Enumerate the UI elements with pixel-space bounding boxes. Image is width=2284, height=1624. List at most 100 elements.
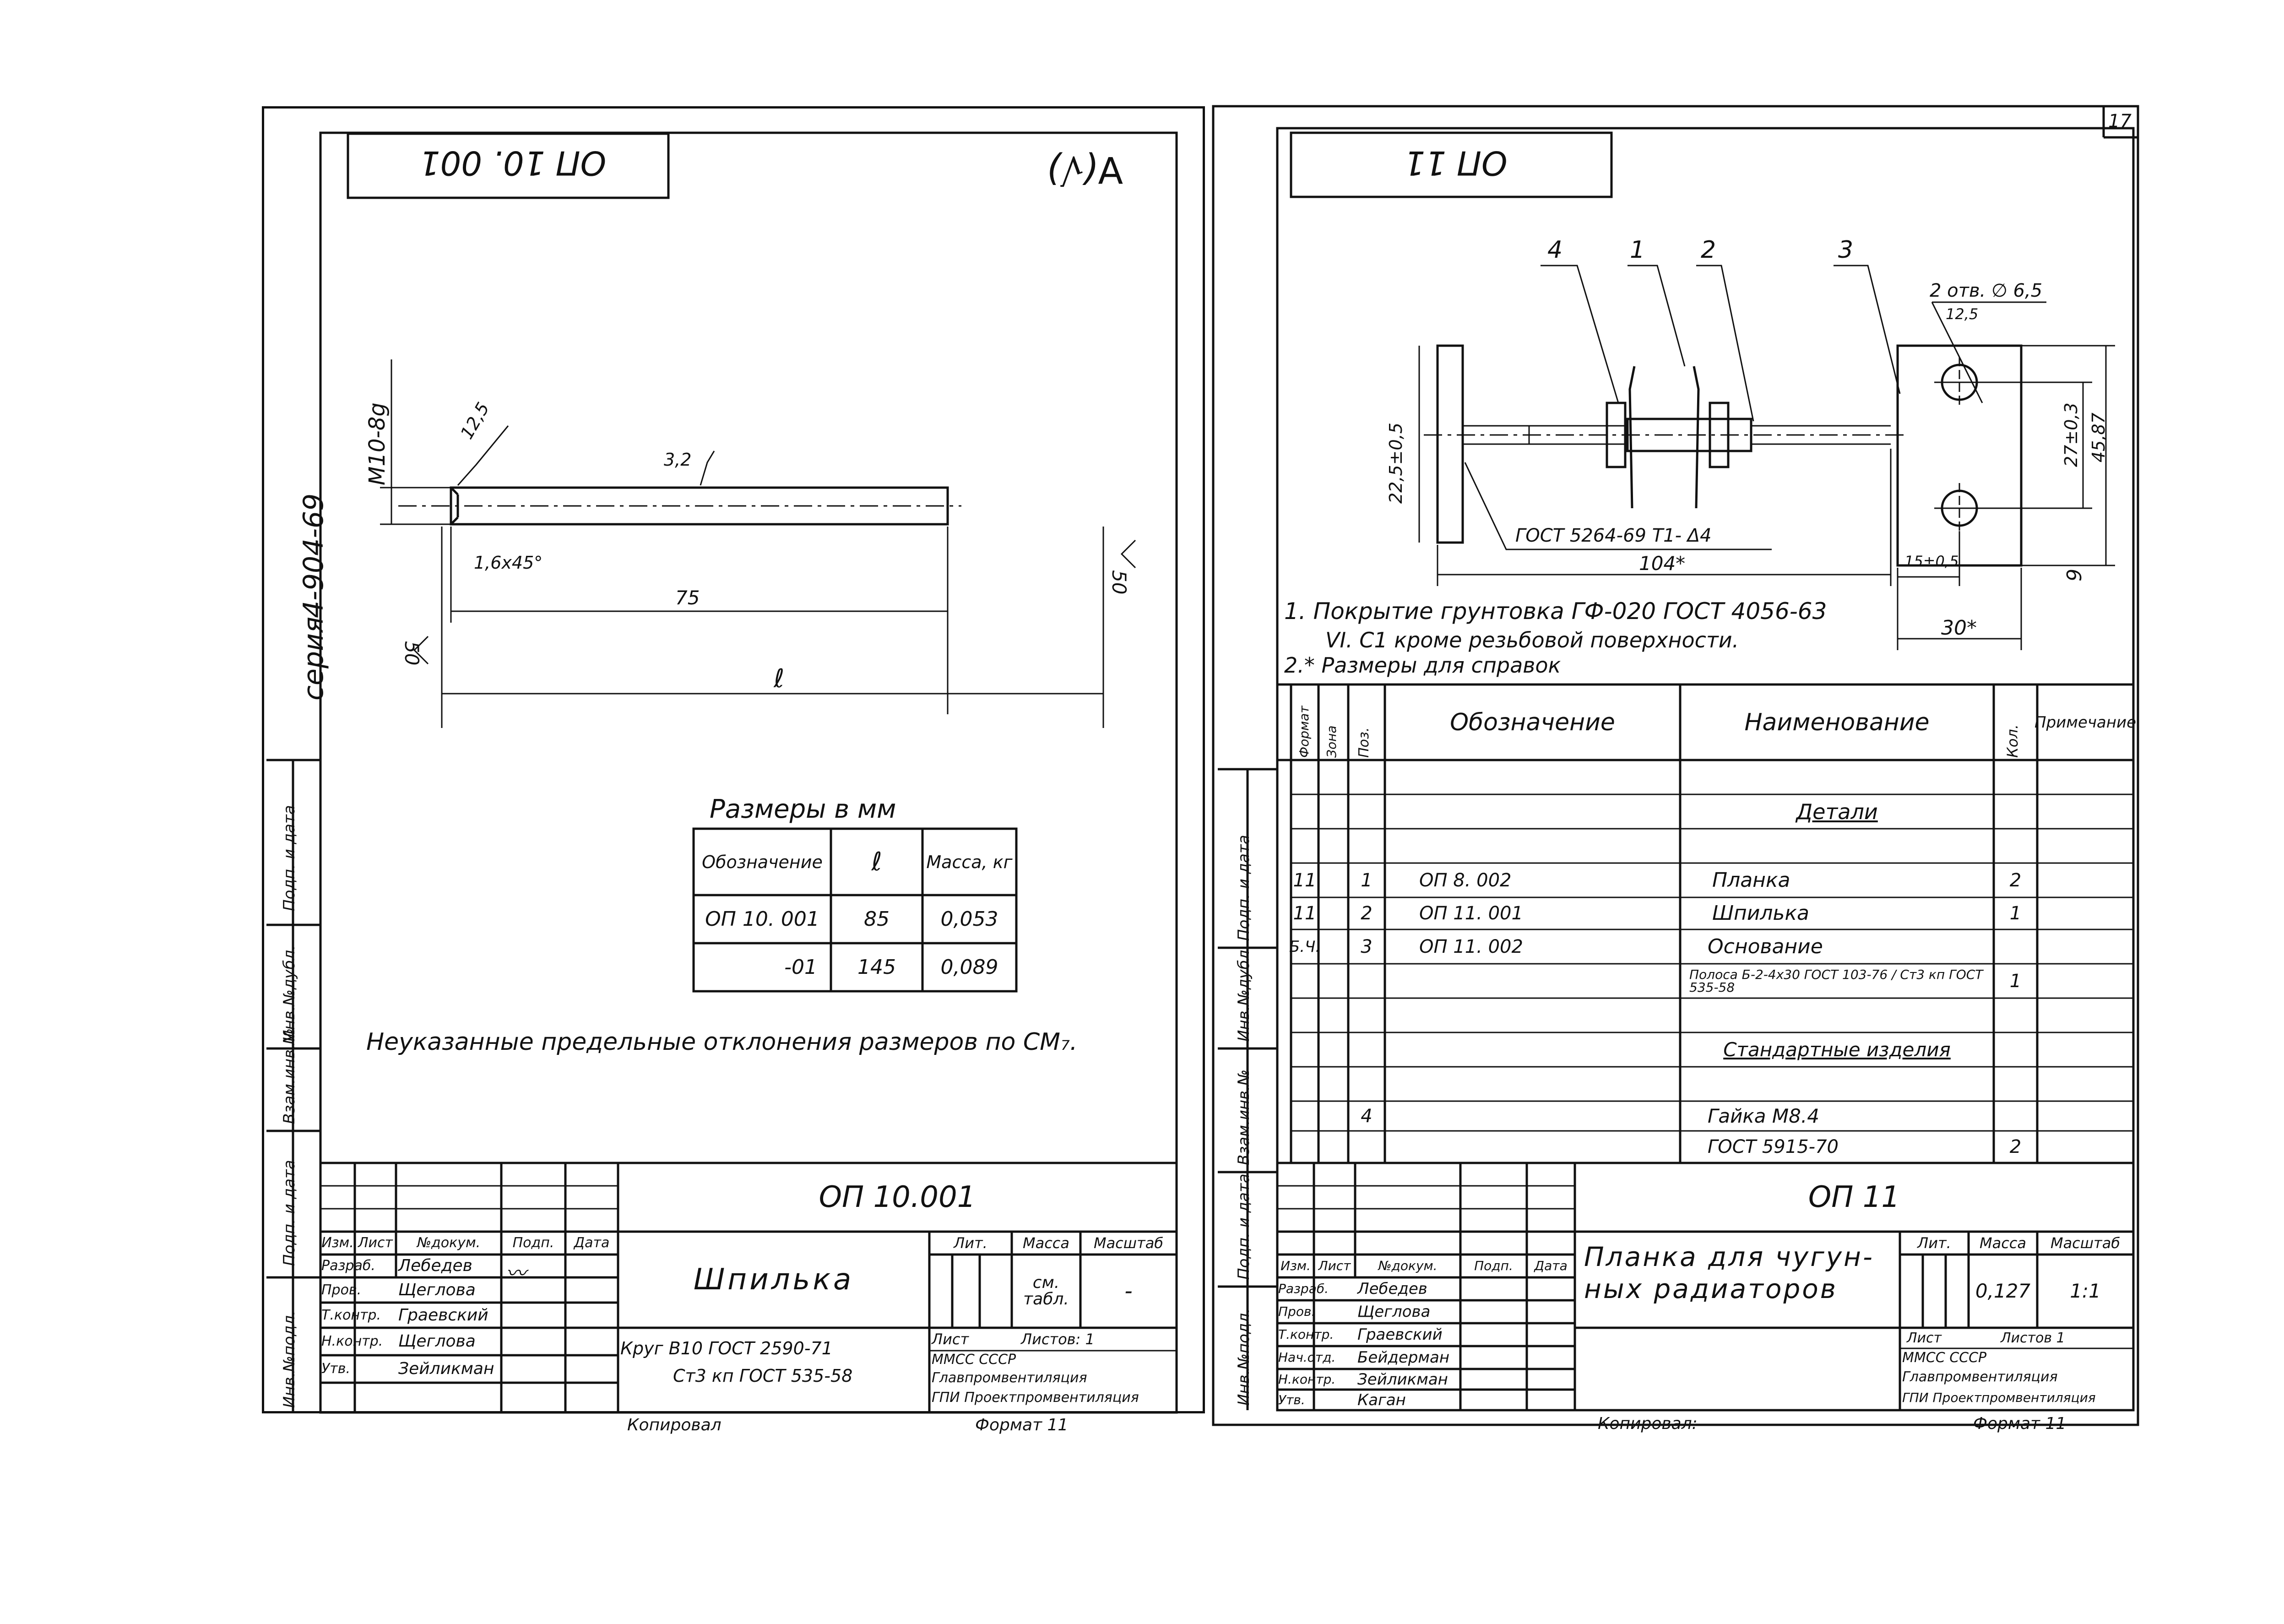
left-top-code: ОП 10. 001 <box>419 144 607 182</box>
dim-50-a: 50 <box>1108 570 1130 595</box>
left-org-2: Главпромвентиляция <box>932 1370 1087 1386</box>
left-role-1: Разраб. <box>321 1258 375 1274</box>
spec-row1-qty: 2 <box>2009 869 2022 891</box>
right-org-1: ММСС СССР <box>1902 1350 1987 1366</box>
right-role-3: Т.контр. <box>1278 1327 1334 1342</box>
thread-label: M10-8g <box>364 402 390 485</box>
left-col-doc: №докум. <box>417 1235 481 1251</box>
left-person-1: Лебедев <box>398 1256 472 1275</box>
spec-head-qty: Кол. <box>2004 724 2021 758</box>
right-org-3: ГПИ Проектпромвентиляция <box>1902 1390 2096 1405</box>
spec-row6-name: Гайка М8.4 <box>1708 1104 1819 1127</box>
right-side-sign1: Подп. и дата <box>1235 1173 1253 1280</box>
left-role-5: Утв. <box>321 1361 350 1377</box>
left-org-1: ММСС СССР <box>932 1352 1016 1368</box>
right-role-2: Пров. <box>1278 1304 1316 1319</box>
right-person-6: Каган <box>1357 1390 1406 1409</box>
dim-27: 27±0,3 <box>2061 402 2081 467</box>
dim-l: ℓ <box>774 664 785 694</box>
right-page-number: 17 <box>2108 111 2132 132</box>
left-title-code: ОП 10.001 <box>819 1180 976 1214</box>
right-person-2: Щеглова <box>1357 1303 1431 1321</box>
left-side-vzam: Взам.инв.№ <box>280 1028 298 1124</box>
left-role-2: Пров. <box>321 1282 362 1298</box>
right-person-4: Бейдерман <box>1357 1348 1450 1367</box>
spec-row2-qty: 1 <box>2009 903 2022 924</box>
spec-row3-fmt: Б.Ч. <box>1289 937 1321 956</box>
right-role-4: Нач.отд. <box>1278 1350 1336 1365</box>
right-mass-value: 0,127 <box>1975 1280 2031 1302</box>
callout-4: 4 <box>1547 236 1563 264</box>
dim-3-2: 3,2 <box>664 450 692 470</box>
sizes-row1-mass: 0,053 <box>940 907 998 931</box>
spec-row1-name: Планка <box>1712 868 1790 892</box>
spec-row4-qty: 1 <box>2009 970 2022 992</box>
left-sheet-label: Лист <box>932 1331 969 1348</box>
left-person-3: Граевский <box>398 1305 488 1325</box>
right-person-3: Граевский <box>1357 1325 1443 1344</box>
right-title-name-1: Планка для чугун- <box>1584 1241 1874 1272</box>
right-role-1: Разраб. <box>1278 1281 1329 1296</box>
right-scale-value: 1:1 <box>2070 1280 2101 1302</box>
right-org-2: Главпромвентиляция <box>1902 1369 2058 1385</box>
callout-1: 1 <box>1630 236 1645 264</box>
spec-head-note: Примечание <box>2034 713 2136 732</box>
right-col-date: Дата <box>1534 1258 1568 1273</box>
spec-row1-code: ОП 8. 002 <box>1419 869 1512 891</box>
spec-head-pos: Поз. <box>1356 727 1372 758</box>
left-material-2: Ст3 кп ГОСТ 535-58 <box>673 1366 853 1386</box>
right-role-5: Н.контр. <box>1278 1371 1336 1387</box>
sizes-head-mass: Масса, кг <box>926 852 1013 872</box>
left-side-sign2: Подп. и дата <box>280 805 298 911</box>
right-side-sign2: Подп. и дата <box>1235 835 1253 941</box>
right-col-izm: Изм. <box>1280 1258 1311 1273</box>
sizes-head-l: ℓ <box>871 847 882 877</box>
spec-head-format: Формат <box>1297 706 1312 758</box>
spec-row1-pos: 1 <box>1361 869 1373 891</box>
right-person-1: Лебедев <box>1357 1280 1427 1298</box>
left-sheets-label: Листов: 1 <box>1021 1331 1095 1348</box>
dim-9: 9 <box>2063 569 2086 581</box>
right-col-doc: №докум. <box>1378 1258 1438 1273</box>
left-col-date: Дата <box>574 1235 610 1251</box>
right-sheets-label: Листов 1 <box>2001 1330 2065 1346</box>
dim-50-b: 50 <box>401 641 423 666</box>
sizes-head-code: Обозначение <box>702 852 823 872</box>
left-scale-value: - <box>1124 1278 1133 1304</box>
right-role-6: Утв. <box>1278 1392 1305 1407</box>
spec-row3-code: ОП 11. 002 <box>1419 936 1523 957</box>
right-sheet-label: Лист <box>1907 1330 1942 1346</box>
left-side-dubl: Инв.№дубл. <box>280 945 298 1042</box>
callout-2: 2 <box>1701 236 1716 264</box>
spec-row2-pos: 2 <box>1361 903 1373 924</box>
spec-row7-qty: 2 <box>2009 1136 2022 1157</box>
left-org-3: ГПИ Проектпромвентиляция <box>932 1389 1139 1406</box>
left-mass-value: см. табл. <box>1023 1273 1069 1309</box>
left-format: Формат 11 <box>975 1416 1069 1434</box>
left-lit-label: Лит. <box>954 1234 987 1252</box>
left-col-list: Лист <box>358 1235 393 1251</box>
sizes-row1-code: ОП 10. 001 <box>705 907 819 931</box>
left-side-inv: Инв.№подл. <box>280 1310 298 1408</box>
left-material-1: Круг В10 ГОСТ 2590-71 <box>620 1338 833 1358</box>
dim-45-87: 45,87 <box>2089 413 2109 462</box>
left-col-izm: Изм. <box>321 1235 354 1251</box>
left-roughness-corner: ∀(√) <box>1046 148 1123 191</box>
spec-row2-fmt: 11 <box>1293 903 1317 924</box>
sizes-title: Размеры в мм <box>710 794 896 824</box>
spec-row3-pos: 3 <box>1361 936 1373 957</box>
spec-row-details: Детали <box>1796 799 1878 824</box>
spec-row7-name: ГОСТ 5915-70 <box>1708 1136 1839 1157</box>
weld-gost: ГОСТ 5264-69 Т1- Δ4 <box>1515 525 1712 546</box>
right-col-list: Лист <box>1318 1258 1351 1273</box>
chamfer-dim: 1,6x45° <box>474 553 543 573</box>
left-person-5: Зейликман <box>398 1359 494 1378</box>
right-side-inv: Инв.№подл. <box>1235 1308 1253 1406</box>
series-value: 4-904-69 <box>298 493 330 618</box>
left-person-2: Щеглова <box>398 1280 476 1299</box>
sizes-row2-mass: 0,089 <box>940 955 998 979</box>
spec-head-zone: Зона <box>1324 725 1339 758</box>
right-top-code: ОП 11 <box>1404 144 1508 182</box>
left-role-3: Т.контр. <box>321 1307 381 1323</box>
